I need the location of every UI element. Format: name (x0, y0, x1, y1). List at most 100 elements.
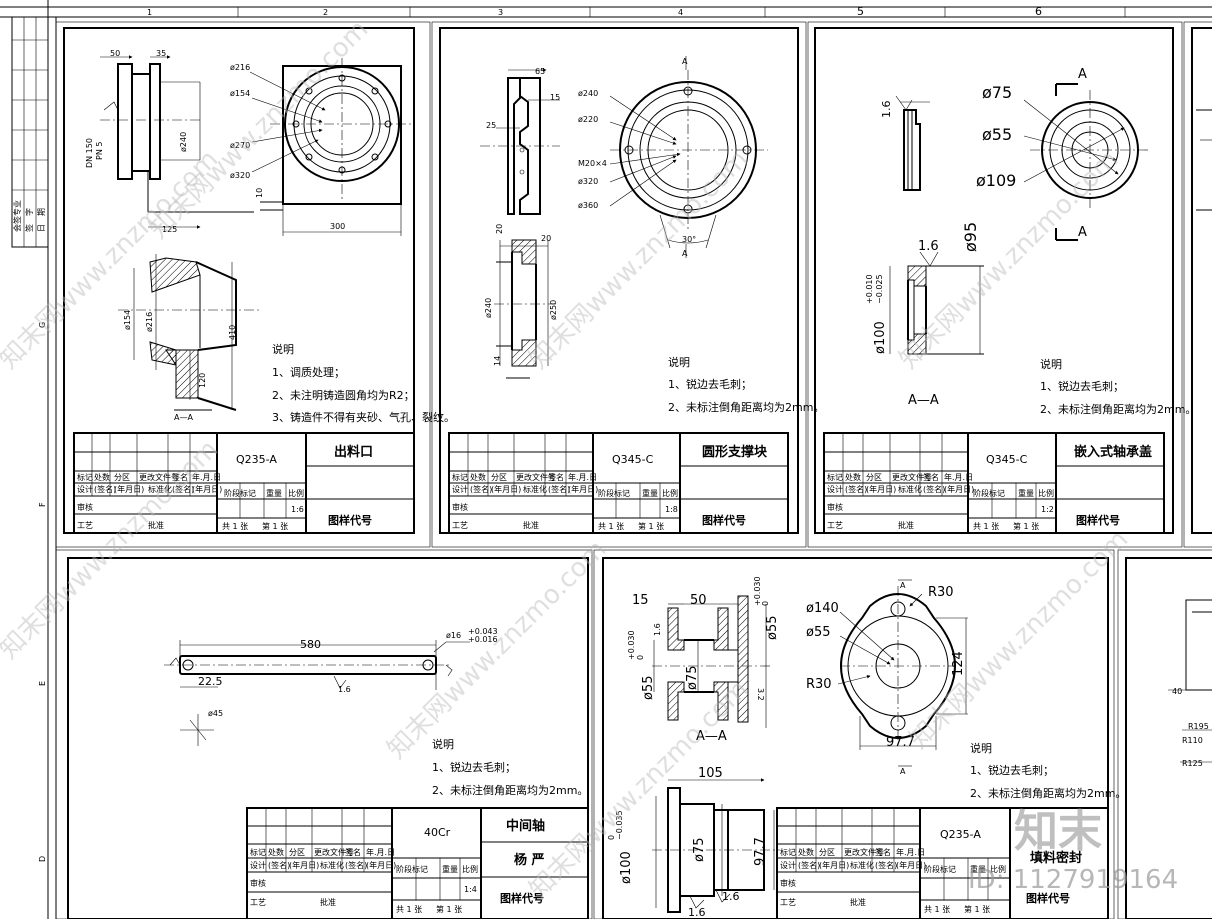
left-zone-labels: G F E D (38, 322, 47, 862)
sheet-partial: 40 R195 R110 R125 (1168, 599, 1212, 768)
tb-header: 批准 (523, 520, 539, 530)
tb-header: 签名 (345, 847, 361, 857)
dim-label: R110 (1182, 736, 1203, 745)
zone-label: F (38, 502, 47, 507)
scale-value: 1:6 (291, 505, 304, 514)
note-line: 2、未标注倒角距离均为2mm。 (432, 783, 588, 797)
support-section-view: 20 20 ø240 ø250 14 (484, 224, 558, 379)
dim-label: 1.6 (688, 906, 706, 919)
dim-label: 124 (951, 651, 966, 676)
tb-header: (签名) (798, 860, 820, 870)
tb-header: 重量 (970, 864, 986, 874)
tb-header: 更改文件号 (314, 847, 354, 857)
tolerance: 0 (636, 655, 645, 660)
tb-header: 设计 (827, 484, 843, 494)
tb-header: 共 1 张 (222, 522, 248, 531)
dim-label: ø320 (578, 177, 598, 186)
tb-header: 处数 (845, 472, 861, 482)
dim-label: R30 (806, 677, 832, 692)
dim-label: ø75 (692, 838, 707, 863)
dim-label: 65 (535, 67, 545, 76)
tb-header: 第 1 张 (964, 904, 990, 914)
dim-label: 125 (162, 225, 177, 234)
tb-header: 标记 (77, 472, 93, 482)
section-mark: A (1078, 67, 1087, 82)
dim-label: 50 (110, 49, 120, 58)
tb-header: 审核 (780, 878, 796, 888)
tb-header: 重量 (442, 864, 458, 874)
tb-header: 共 1 张 (973, 522, 999, 531)
tb-header: 处数 (94, 472, 110, 482)
tb-header: 设计 (452, 484, 468, 494)
dim-label: 300 (330, 222, 345, 231)
note-line: 2、未标注倒角距离均为2mm。 (1040, 402, 1196, 416)
zone-label: G (38, 322, 47, 328)
cover-section-view: 1.6 ø95 ø100 +0.010 −0.025 A—A (865, 222, 984, 408)
image-id: ID: 1127919164 (968, 865, 1178, 895)
tb-header: (年月日) (289, 860, 319, 870)
dim-label: 1.6 (653, 623, 662, 636)
tolerance: 0 (607, 835, 616, 840)
tb-header: 批准 (850, 897, 866, 907)
shaft-title-block: 标记 处数 分区 更改文件号 签名 年.月.日 设计 (签名) (年月日) 标准… (246, 807, 589, 919)
outlet-side-view: 50 35 ø240 DN 150 PN 5 125 (85, 49, 254, 234)
tb-header: 签名 (548, 472, 564, 482)
tb-header: 分区 (819, 848, 835, 857)
tb-header: 更改文件号 (844, 847, 884, 857)
seal-section-view: 15 50 ø55 +0.030 0 1.6 ø75 ø55 +0.030 0 … (627, 576, 780, 744)
note-line: 1、锐边去毛刺； (1040, 379, 1124, 393)
tb-header: 第 1 张 (1013, 521, 1039, 531)
tb-header: 阶段标记 (598, 488, 630, 498)
dim-label: 1.6 (880, 101, 893, 119)
dim-label: ø154 (123, 310, 132, 330)
material: Q235-A (236, 453, 277, 466)
note-line: 1、锐边去毛刺； (668, 377, 752, 391)
dim-label: 15 (632, 593, 649, 608)
tb-header: 批准 (320, 897, 336, 907)
sheet-bearing-cover: 1.6 ø75 ø55 ø109 A A (823, 67, 1196, 534)
notes-title: 说明 (272, 342, 294, 356)
dim-label: ø55 (806, 625, 831, 640)
outlet-section-view: ø154 ø216 410 120 A—A (118, 254, 260, 422)
tb-header: (年月日) (192, 484, 222, 494)
shaft-notes: 说明 1、锐边去毛刺； 2、未标注倒角距离均为2mm。 (432, 737, 588, 797)
note-line: 1、调质处理； (272, 366, 345, 379)
section-label: A—A (908, 393, 939, 408)
sheet-outlet: 50 35 ø240 DN 150 PN 5 125 (73, 49, 455, 534)
tolerance: +0.043 (468, 627, 498, 636)
tb-header: 标记 (250, 847, 266, 857)
tb-header: 处数 (470, 472, 486, 482)
dim-label: 97.7 (753, 837, 768, 866)
tb-header: 阶段标记 (224, 488, 256, 498)
left-stamp-table: 会签专业 签 字 日 期 (11, 16, 49, 248)
tb-header: 第 1 张 (436, 904, 462, 914)
side-label: 会签专业 (12, 200, 22, 232)
dim-label: ø240 (484, 298, 493, 318)
notes-title: 说明 (432, 737, 454, 751)
dim-label: ø250 (549, 300, 558, 320)
dim-label: ø55 (641, 676, 656, 701)
dim-label: ø100 (873, 321, 888, 354)
maker: 杨 严 (514, 852, 545, 868)
tb-header: 标记 (452, 472, 468, 482)
note-line: 1、锐边去毛刺； (970, 763, 1054, 777)
tb-header: 标准化 (850, 860, 874, 870)
tb-header: 比例 (1038, 488, 1054, 498)
dim-label: ø154 (230, 89, 250, 98)
dim-label: ø95 (961, 222, 980, 252)
dim-label: ø240 (578, 89, 598, 98)
section-label: A—A (174, 413, 193, 422)
tb-header: (年月日) (944, 484, 974, 494)
tb-header: 设计 (780, 860, 796, 870)
outlet-title-block: 标记 处数 分区 更改文件号 签名 年.月.日 设计 (签名) (年月日) 标准… (73, 432, 415, 534)
tolerance: +0.016 (468, 635, 498, 644)
dim-label: ø55 (982, 125, 1012, 144)
dim-label: 35 (156, 49, 166, 58)
tb-header: 更改文件号 (516, 472, 556, 482)
zone-label: 6 (1035, 5, 1042, 18)
tb-header: 工艺 (452, 521, 468, 530)
section-mark: A (900, 767, 906, 776)
zone-label: 1 (147, 8, 152, 17)
tb-header: 标准化 (320, 860, 344, 870)
dim-label: ø16 (446, 631, 461, 640)
